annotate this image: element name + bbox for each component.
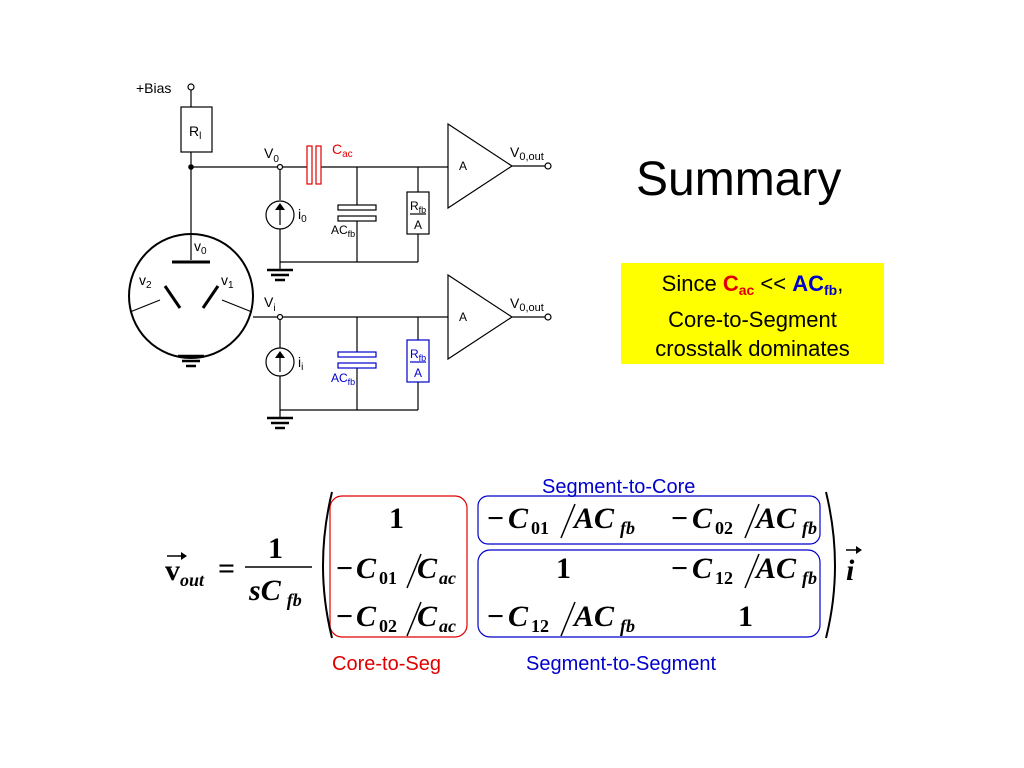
svg-text:01: 01 <box>531 518 549 538</box>
svg-text:12: 12 <box>715 568 733 588</box>
svg-text:fb: fb <box>620 616 635 636</box>
svg-text:V0,out: V0,out <box>510 144 544 163</box>
svg-text:AC: AC <box>754 502 797 535</box>
svg-text:A: A <box>459 310 467 324</box>
detector-circle <box>128 233 254 359</box>
svg-text:C: C <box>508 502 529 535</box>
svg-text:A: A <box>459 159 467 173</box>
svg-text:1: 1 <box>738 600 753 633</box>
svg-text:V0,out: V0,out <box>510 295 544 314</box>
segment-to-segment-box <box>477 549 821 638</box>
svg-text:−: − <box>336 600 353 633</box>
summary-note-box: Since Cac << ACfb, Core-to-Segment cross… <box>621 263 884 364</box>
amplifier-bottom <box>447 273 514 361</box>
bias-terminal <box>187 83 195 91</box>
matrix-equation: Segment-to-Core Core-to-Seg Segment-to-S… <box>165 476 862 675</box>
label-segment-to-segment: Segment-to-Segment <box>526 653 717 675</box>
svg-text:fb: fb <box>802 568 817 588</box>
bias-label: +Bias <box>136 80 171 96</box>
svg-text:v1: v1 <box>221 272 234 291</box>
svg-text:−: − <box>671 552 688 585</box>
svg-text:01: 01 <box>379 568 397 588</box>
svg-text:ii: ii <box>298 354 303 373</box>
current-source-i0 <box>265 200 295 230</box>
rl-resistor <box>180 106 213 153</box>
svg-text:ac: ac <box>439 568 456 588</box>
svg-text:C: C <box>417 600 438 633</box>
svg-text:v0: v0 <box>194 238 207 257</box>
rfb-resistor-bottom <box>406 339 430 383</box>
svg-text:−: − <box>487 502 504 535</box>
svg-text:1: 1 <box>556 552 571 585</box>
note-line-2: Core-to-Segment <box>668 307 837 332</box>
svg-text:fb: fb <box>620 518 635 538</box>
svg-text:V0: V0 <box>264 145 279 165</box>
note-since-text: Since <box>661 271 723 296</box>
svg-text:ac: ac <box>439 616 456 636</box>
svg-text:ACfb: ACfb <box>331 371 355 387</box>
core-to-seg-box <box>329 495 468 638</box>
svg-text:C: C <box>356 600 377 633</box>
svg-text:AC: AC <box>572 600 615 633</box>
svg-text:fb: fb <box>802 518 817 538</box>
svg-text:=: = <box>218 552 235 585</box>
svg-text:Rfb: Rfb <box>410 347 426 363</box>
svg-text:02: 02 <box>379 616 397 636</box>
acfb-capacitor-bottom <box>337 351 377 369</box>
svg-text:ACfb: ACfb <box>331 223 355 239</box>
svg-text:−: − <box>336 552 353 585</box>
note-less-than: << <box>754 271 793 296</box>
svg-text:v2: v2 <box>139 272 152 291</box>
svg-text:A: A <box>414 218 422 232</box>
label-segment-to-core: Segment-to-Core <box>542 476 695 498</box>
svg-text:−: − <box>487 600 504 633</box>
svg-text:1: 1 <box>268 532 283 565</box>
svg-text:AC: AC <box>572 502 615 535</box>
svg-text:−: − <box>671 502 688 535</box>
note-acfb: ACfb <box>792 271 838 298</box>
svg-text:02: 02 <box>715 518 733 538</box>
svg-text:A: A <box>414 366 422 380</box>
svg-text:Rfb: Rfb <box>410 199 426 215</box>
svg-text:i0: i0 <box>298 206 307 225</box>
cac-capacitor <box>306 145 322 185</box>
svg-text:Vi: Vi <box>264 294 276 314</box>
current-source-ii <box>265 347 295 377</box>
svg-text:1: 1 <box>389 502 404 535</box>
slide-title: Summary <box>636 153 842 206</box>
note-line-3: crosstalk dominates <box>655 336 850 361</box>
note-line-1: Since Cac << ACfb, <box>661 271 844 298</box>
segment-to-core-box <box>477 495 821 545</box>
svg-text:C: C <box>356 552 377 585</box>
svg-text:AC: AC <box>754 552 797 585</box>
svg-text:i: i <box>846 554 855 587</box>
svg-text:Cac: Cac <box>332 141 353 160</box>
amplifier-top <box>447 122 514 210</box>
svg-text:C: C <box>692 502 713 535</box>
svg-text:vout: vout <box>165 554 205 590</box>
svg-text:C: C <box>508 600 529 633</box>
svg-text:C: C <box>417 552 438 585</box>
svg-text:Rl: Rl <box>189 123 201 142</box>
label-core-to-seg: Core-to-Seg <box>332 653 441 675</box>
svg-text:C: C <box>692 552 713 585</box>
svg-text:12: 12 <box>531 616 549 636</box>
note-cac: Cac <box>722 271 755 298</box>
